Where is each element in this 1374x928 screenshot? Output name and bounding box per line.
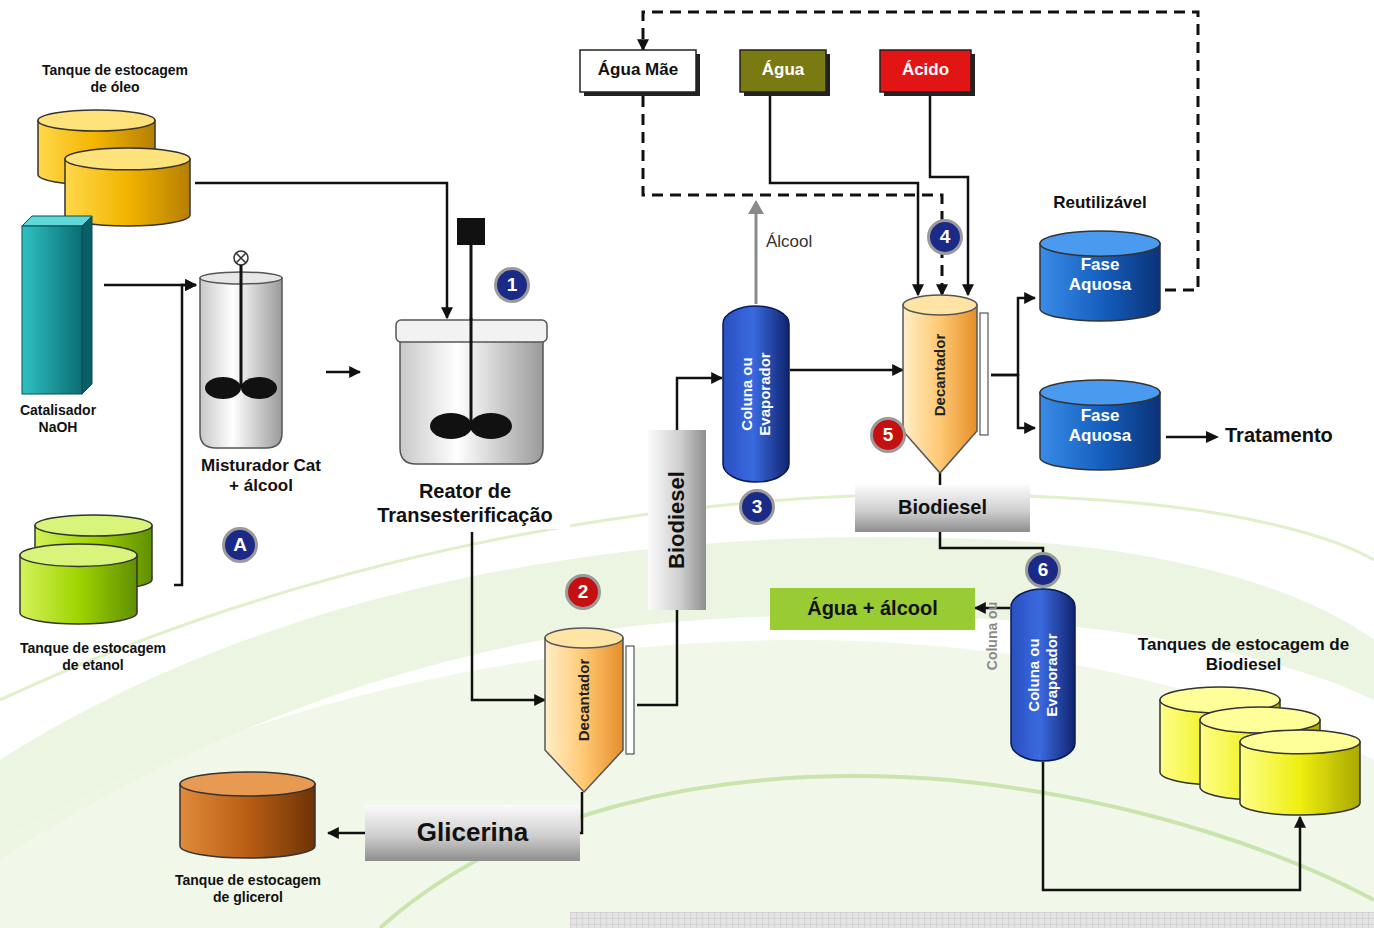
decanter-vessel [545,628,634,792]
callout-number: A [222,527,258,563]
process-node: Decantador [903,295,991,473]
flow-line [930,96,968,295]
band-fill [855,485,1030,532]
background-swoosh [0,640,1374,928]
process-node: ReutilizávelFase Aquosa [1035,193,1165,323]
box-face [740,50,826,92]
tank-cylinder [65,148,190,226]
process-node: Biodiesel [648,430,706,610]
tank-cylinder [1240,730,1360,815]
process-node: Tanque de estocagem de etanol [12,512,174,700]
node-label: Misturador Cat + álcool [196,456,326,496]
process-node: Ácido [880,50,975,96]
node-label: Água [740,60,826,80]
process-node: Decantador [545,628,637,792]
process-node: Reator de Transesterificação [360,318,570,532]
flow-line [790,369,903,372]
process-node: Coluna ou Evaporador [722,305,790,483]
catalyst-box [22,216,92,394]
agitator-motor [457,218,485,320]
process-node: Água + álcool [770,588,975,630]
treatment-arrow [1166,431,1219,443]
process-node: Biodiesel [855,485,1030,532]
faded-label: Coluna ou [984,602,1000,670]
grid-strip [570,912,1374,928]
flow-line [174,285,196,585]
node-label: Biodiesel [664,435,690,605]
node-label: Decantador [931,310,949,440]
node-label: Glicerina [365,817,580,848]
callout-number: 4 [927,219,963,255]
recycle-line [643,96,942,295]
process-node: Tanque de estocagem de óleo [35,60,195,228]
flow-label: Álcool [766,232,812,252]
band-fill [648,430,706,610]
column-vessel [1011,589,1075,761]
node-label: Catalisador NaOH [12,402,104,435]
node-shape [1035,380,1165,472]
box-face [580,50,696,92]
process-node: Glicerina [365,805,580,861]
node-label: Reator de Transesterificação [360,478,570,529]
flow-line [677,378,722,430]
flow-line [991,298,1035,375]
node-label: Tanque de estocagem de óleo [35,62,195,95]
tank-cylinder [180,772,315,858]
node-label: Reutilizável [1035,193,1165,213]
recycle-line [643,12,1198,290]
band-fill [365,805,580,861]
node-label: Ácido [880,60,971,80]
process-node: Água [740,50,830,96]
flow-line [472,532,545,700]
callout-number: 6 [1025,552,1061,588]
callout-number: 1 [494,267,530,303]
node-label: Tanque de estocagem de etanol [12,640,174,673]
callout-number: 3 [739,489,775,525]
node-label: Água + álcool [770,597,975,621]
column-vessel [723,306,789,482]
process-node: Misturador Cat + álcool [196,248,326,506]
node-label: Decantador [575,635,593,765]
process-node: Tanques de estocagem de Biodiesel [1115,635,1372,817]
flow-line [939,473,942,485]
grid-strip [570,912,1374,928]
node-label: Água Mãe [580,60,696,80]
flow-line [637,610,677,705]
flow-label: Tratamento [1225,424,1333,447]
process-node: Coluna ou Evaporador [1010,588,1076,762]
node-label: Coluna ou Evaporador [1025,615,1060,735]
tank-cylinder [20,544,137,624]
alcohol-vapour-arrow [748,200,764,304]
process-node: Tanque de estocagem de glicerol [168,772,328,926]
flow-line [326,371,360,374]
node-label: Tanques de estocagem de Biodiesel [1115,635,1372,675]
box-face [880,50,971,92]
node-label: Fase Aquosa [1035,406,1165,446]
flow-line [991,375,1035,428]
process-node: Água Mãe [580,50,700,96]
callout-number: 5 [870,417,906,453]
reactor-vessel [396,318,547,464]
node-label: Tanque de estocagem de glicerol [168,872,328,905]
band-fill [770,588,975,630]
callout-number: 2 [565,574,601,610]
flow-line [580,792,582,833]
mixer-vessel [200,251,282,448]
node-label: Fase Aquosa [1035,255,1165,295]
node-label: Coluna ou Evaporador [738,334,773,454]
process-node: Catalisador NaOH [12,212,104,442]
process-node: Fase Aquosa [1035,380,1165,472]
flow-line [328,832,365,835]
decanter-vessel [903,295,988,473]
node-label: Biodiesel [855,496,1030,520]
